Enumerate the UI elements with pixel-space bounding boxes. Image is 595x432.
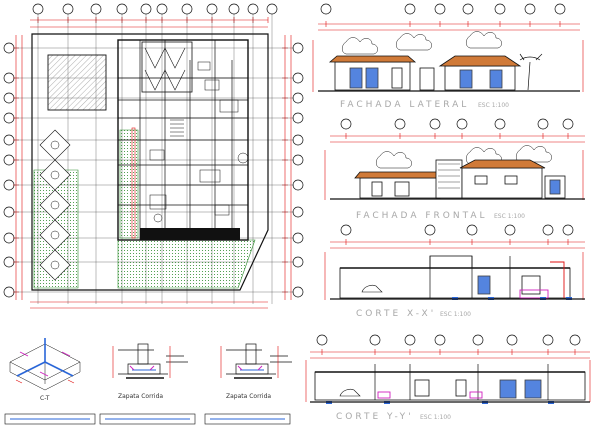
cy-title: CORTE Y-Y' bbox=[336, 412, 414, 422]
ff-title: FACHADA FRONTAL bbox=[356, 211, 488, 221]
floor-plan bbox=[3, 3, 304, 309]
cy-section bbox=[314, 364, 586, 401]
fl-axis-bubbles bbox=[320, 3, 566, 15]
garden-planters bbox=[39, 129, 71, 281]
lot-boundary bbox=[31, 33, 269, 291]
zapata-2-label: Zapata Corrida bbox=[226, 393, 271, 400]
cy-magenta-details bbox=[377, 391, 483, 399]
zapata-detail-1: Zapata Corrida bbox=[112, 343, 188, 400]
fl-title: FACHADA LATERAL bbox=[340, 100, 469, 110]
plan-axis-bubbles-left bbox=[3, 42, 15, 298]
fachada-frontal: FACHADA FRONTAL ESC 1:100 bbox=[324, 118, 585, 221]
plan-axis-bubbles-right bbox=[292, 42, 304, 298]
cy-axis-bubbles bbox=[316, 334, 581, 346]
planter-shrubs bbox=[50, 140, 60, 270]
corte-xx: CORTE X-X' ESC 1:100 bbox=[324, 224, 585, 319]
garage-slab bbox=[140, 228, 240, 240]
zapata-detail-2: Zapata Corrida bbox=[220, 343, 292, 400]
cx-scale: ESC 1:100 bbox=[440, 311, 471, 318]
fl-trees bbox=[342, 31, 543, 91]
fl-scale: ESC 1:100 bbox=[478, 102, 509, 109]
fl-dimension-lines bbox=[312, 21, 584, 92]
axonometric-detail: C-T bbox=[9, 338, 81, 402]
cy-dimension-lines bbox=[305, 349, 591, 402]
cx-section bbox=[339, 255, 571, 299]
cy-scale: ESC 1:100 bbox=[420, 414, 451, 421]
fl-building bbox=[328, 55, 522, 91]
ff-axis-bubbles bbox=[340, 118, 574, 130]
ff-building bbox=[354, 159, 566, 199]
cx-magenta-details bbox=[519, 261, 565, 299]
cx-axis-bubbles bbox=[340, 224, 574, 236]
ff-trees bbox=[376, 145, 552, 169]
cx-title: CORTE X-X' bbox=[356, 309, 436, 319]
bottom-detail-strips bbox=[4, 413, 291, 425]
cx-dimension-lines bbox=[324, 239, 585, 300]
axon-label: C-T bbox=[40, 395, 50, 402]
house-footprint bbox=[117, 39, 249, 241]
corte-yy: CORTE Y-Y' ESC 1:100 bbox=[305, 334, 591, 422]
ff-dimension-lines bbox=[324, 133, 585, 200]
zapata-1-label: Zapata Corrida bbox=[118, 393, 163, 400]
plan-red-marker bbox=[131, 127, 136, 239]
plan-axis-bubbles-top bbox=[32, 3, 278, 15]
ff-scale: ESC 1:100 bbox=[494, 213, 525, 220]
hatched-court bbox=[47, 54, 107, 111]
fachada-lateral: FACHADA LATERAL ESC 1:100 bbox=[312, 3, 584, 110]
